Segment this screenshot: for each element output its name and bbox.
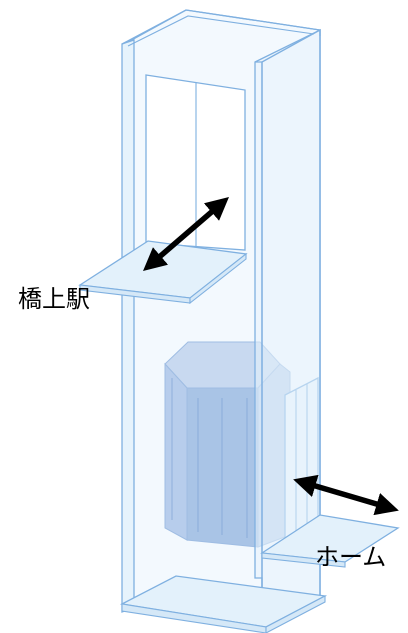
shaft-base [119,575,328,633]
lower-floor-label: ホーム [315,543,387,571]
lower-landing-platform [260,514,400,568]
upper-floor-label: 橋上駅 [18,285,90,313]
shaft-top-frame [121,9,321,47]
shaft-left-wall [121,39,135,613]
upper-direction-arrow-icon [142,196,230,272]
lower-direction-arrow-icon [293,474,399,516]
